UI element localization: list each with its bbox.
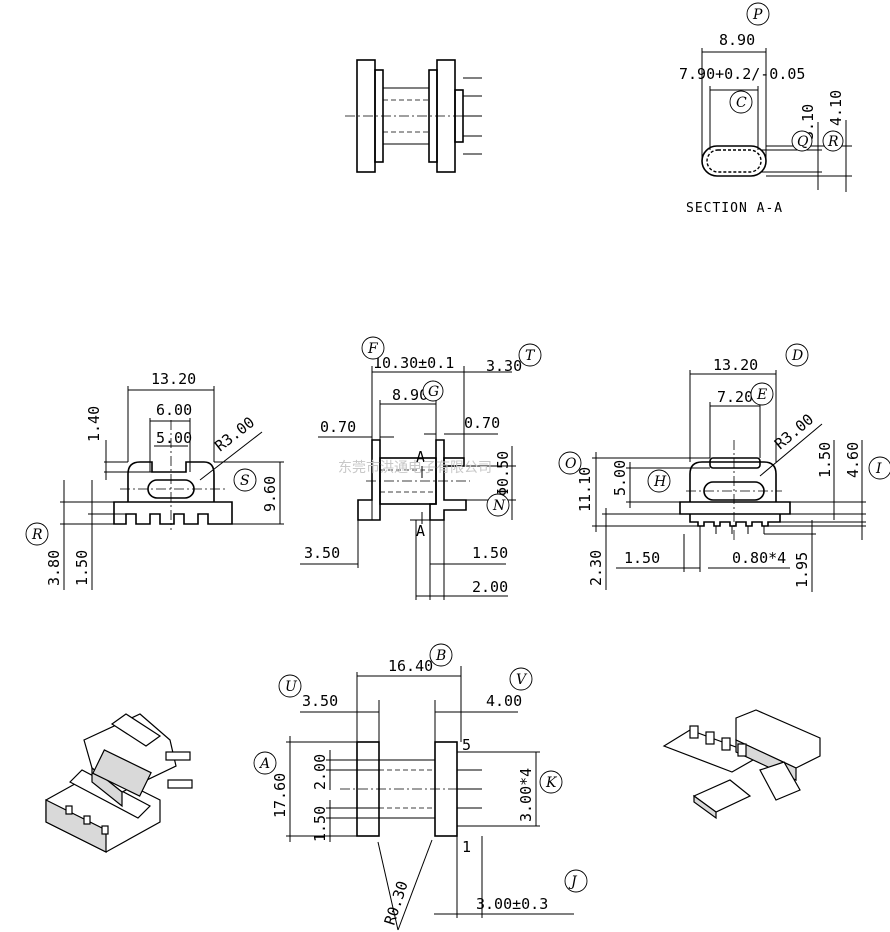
watermark: 东莞市洪通电子有限公司: [338, 459, 492, 476]
isometric-view-right: [662, 709, 821, 820]
callouts: P C Q R F T G D E S O H I N R B U V A: [25, 2, 890, 893]
dim-section-outer-width: 8.90: [719, 31, 755, 49]
dim-top-radius: R0.30: [381, 879, 412, 928]
dim-section-outer-height: 4.10: [827, 90, 845, 126]
dim-top-pitch-b: 1.50: [311, 806, 329, 842]
dim-rear-top2: 4.60: [844, 442, 862, 478]
dim-front-slot-outer: 6.00: [156, 401, 192, 419]
dim-top-length: 16.40: [388, 657, 433, 675]
side-view-small: [345, 59, 482, 173]
dim-rear-radius: R3.00: [771, 410, 817, 453]
dim-side-length: 10.30±0.1: [373, 354, 454, 372]
dim-front-height: 9.60: [261, 476, 279, 512]
callout-H: H: [653, 474, 667, 490]
top-view: 5 1 16.40 3.50 4.00 17.60 2.00 1.50 3.00…: [271, 657, 574, 931]
dim-top-left: 3.50: [302, 692, 338, 710]
dim-top-right: 4.00: [486, 692, 522, 710]
callout-T: T: [525, 348, 536, 364]
dim-side-inner: 8.90: [392, 386, 428, 404]
dim-front-width: 13.20: [151, 370, 196, 388]
dim-side-pin-offset: 2.00: [472, 578, 508, 596]
section-cut-top: A: [416, 448, 425, 466]
callout-B: B: [435, 648, 446, 664]
callout-K: K: [545, 775, 558, 791]
callout-S: S: [240, 473, 250, 489]
pin-number-5: 5: [462, 736, 471, 754]
dim-front-radius: R3.00: [211, 413, 258, 455]
callout-R: R: [31, 527, 43, 543]
dim-top-height: 17.60: [271, 773, 289, 818]
callout-P: Q: [797, 134, 809, 150]
dim-top-pin-length: 3.00±0.3: [476, 895, 548, 913]
dim-side-wall-left: 0.70: [320, 418, 356, 436]
dim-rear-pin-offset: 1.50: [624, 549, 660, 567]
callout-F: F: [367, 341, 379, 357]
side-view-middle: 10.30±0.1 3.30 8.90 0.70 0.70 Φ0.50 3.50…: [300, 354, 522, 600]
dim-rear-pin-pitch: 0.80*4: [732, 549, 786, 567]
dim-rear-pin-height: 1.95: [793, 552, 811, 588]
dim-rear-height: 11.10: [576, 467, 594, 512]
callout-V: V: [516, 672, 528, 688]
callout-N: O: [565, 456, 577, 472]
dim-rear-top: 1.50: [816, 442, 834, 478]
callout-I: I: [875, 461, 882, 477]
section-a-a-view: 8.90 7.90+0.2/-0.05 3.10 4.10 SECTION A-…: [679, 31, 852, 216]
front-view: 13.20 6.00 5.00 R3.00 1.40 9.60 3.80 1.5…: [45, 370, 284, 590]
dim-rear-slot: 7.20: [717, 388, 753, 406]
dim-side-pin-length: 3.30: [486, 357, 522, 375]
dim-rear-width: 13.20: [713, 356, 758, 374]
callout-Q: R: [827, 134, 839, 150]
dim-side-pin-dia: Φ0.50: [494, 451, 512, 496]
callout-E: E: [756, 387, 767, 403]
callout-G: G: [428, 384, 439, 400]
dim-rear-slot-height: 5.00: [611, 460, 629, 496]
dim-top-pin-pitch: 3.00*4: [517, 768, 535, 822]
dim-front-foot: 1.50: [73, 550, 91, 586]
callout-U: U: [285, 679, 298, 695]
section-cut-bottom: A: [416, 522, 425, 540]
rear-view: 13.20 7.20 R3.00 11.10 5.00 1.50 4.60 2.…: [576, 356, 866, 592]
isometric-view-left: [45, 713, 193, 853]
dim-side-left-offset: 3.50: [304, 544, 340, 562]
dim-front-step: 1.40: [85, 406, 103, 442]
pin-number-1: 1: [462, 838, 471, 856]
section-title: SECTION A-A: [686, 201, 783, 216]
callout-M: N: [492, 498, 506, 514]
callout-C: C: [736, 95, 747, 111]
callout-O: P: [752, 7, 763, 23]
dim-section-inner-width: 7.90+0.2/-0.05: [679, 65, 805, 83]
callout-D: D: [791, 348, 803, 364]
callout-A: A: [258, 756, 270, 772]
dim-top-pitch-a: 2.00: [311, 754, 329, 790]
dim-front-slot-inner: 5.00: [156, 429, 192, 447]
dim-side-pin-pitch: 1.50: [472, 544, 508, 562]
dim-side-wall-right: 0.70: [464, 414, 500, 432]
dim-rear-base: 2.30: [587, 550, 605, 586]
dim-front-base: 3.80: [45, 550, 63, 586]
callout-J: J: [568, 874, 578, 890]
